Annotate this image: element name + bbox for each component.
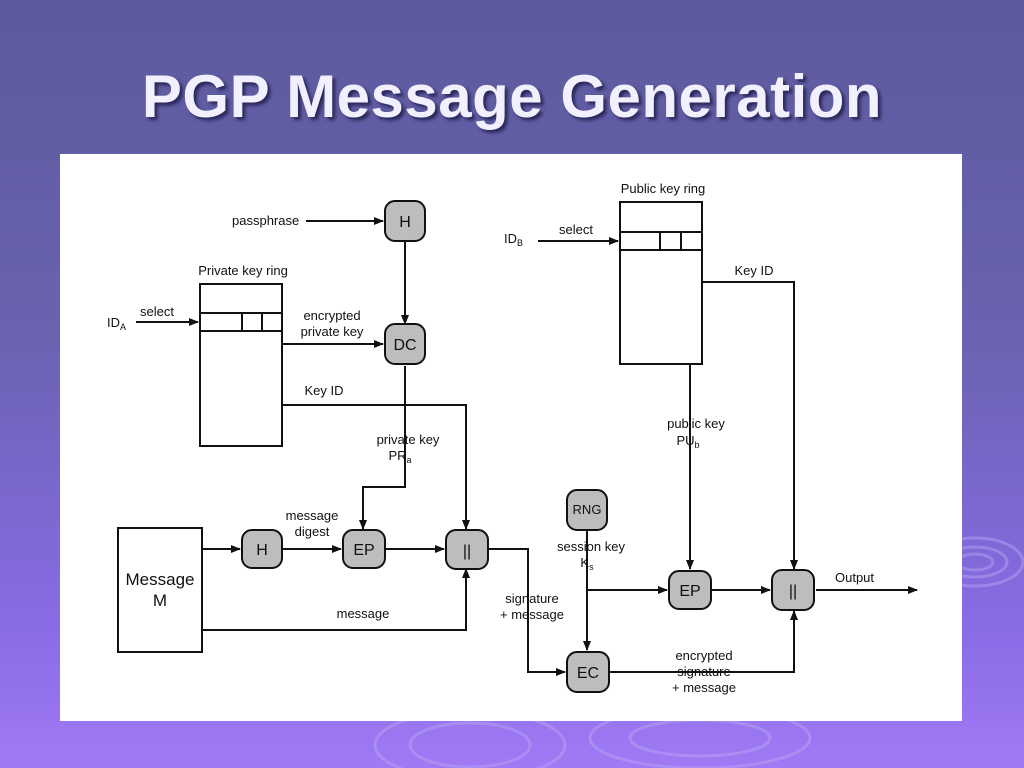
label-message-digest-1: message [286, 508, 339, 523]
label-public-key-2: PUb [676, 433, 699, 450]
label-private-key-2: PRa [388, 448, 411, 465]
label-select-a: select [140, 304, 174, 319]
ep-node-left-label: EP [353, 542, 374, 559]
label-encrypted-private-key-1: encrypted [303, 308, 360, 323]
label-session-key-2: Ks [580, 555, 594, 572]
label-encrypted-sig-2: signature [677, 664, 730, 679]
hash-node-left [241, 529, 283, 569]
private-key-ring [199, 283, 283, 447]
concat-node-right [771, 569, 815, 611]
slide-title: PGP Message Generation [141, 63, 883, 130]
label-encrypted-sig-1: encrypted [675, 648, 732, 663]
concat-node-left-label: || [463, 543, 471, 560]
label-private-key-1: private key [377, 432, 440, 447]
ep-node-right [668, 570, 712, 610]
label-signature-message-2: + message [500, 607, 564, 622]
ec-node [566, 651, 610, 693]
ec-node-label: EC [577, 665, 599, 682]
label-id-a: IDA [107, 315, 126, 332]
message-box-line2: M [153, 591, 167, 610]
private-ring-title: Private key ring [198, 263, 288, 278]
pgp-diagram: Private key ring Public key ring Message… [107, 181, 918, 695]
label-select-b: select [559, 222, 593, 237]
hash-node-left-label: H [256, 542, 268, 559]
concat-node-right-label: || [789, 583, 797, 600]
label-output: Output [835, 570, 874, 585]
label-session-key-1: session key [557, 539, 625, 554]
dc-node [384, 323, 426, 365]
label-id-b: IDB [504, 231, 523, 248]
label-passphrase: passphrase [232, 213, 299, 228]
message-box-line1: Message [126, 570, 195, 589]
rng-node [566, 489, 608, 531]
label-message: message [337, 606, 390, 621]
label-signature-message-1: signature [505, 591, 558, 606]
ep-node-right-label: EP [679, 583, 700, 600]
label-key-id-right: Key ID [734, 263, 773, 278]
label-key-id-left: Key ID [304, 383, 343, 398]
label-encrypted-private-key-2: private key [301, 324, 364, 339]
dc-node-label: DC [393, 337, 416, 354]
ep-node-left [342, 529, 386, 569]
label-public-key-1: public key [667, 416, 725, 431]
concat-node-left [445, 529, 489, 570]
label-message-digest-2: digest [295, 524, 330, 539]
message-box [117, 527, 203, 653]
hash-node-top-label: H [399, 214, 411, 231]
label-encrypted-sig-3: + message [672, 680, 736, 695]
public-key-ring [619, 201, 703, 365]
public-ring-title: Public key ring [621, 181, 706, 196]
diagram-panel: Private key ring Public key ring Message… [60, 154, 962, 721]
rng-node-label: RNG [573, 502, 602, 517]
hash-node-top [384, 200, 426, 242]
